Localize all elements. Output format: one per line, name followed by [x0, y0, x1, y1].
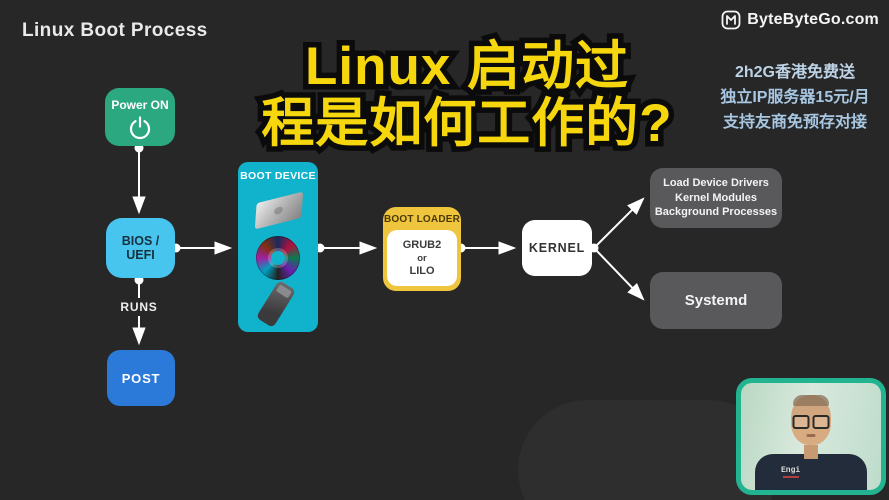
promo-line-3: 支持友商免预存对接 [722, 114, 867, 131]
promo-line-2: 独立IP服务器15元/月 [720, 89, 870, 106]
node-post: POST [107, 350, 175, 406]
post-label: POST [121, 370, 161, 386]
hard-disk-icon [254, 191, 304, 230]
presenter-head [791, 394, 831, 445]
boot-loader-options: GRUB2 or LILO [387, 230, 457, 286]
bios-uefi-label: BIOS / UEFI [121, 234, 160, 262]
lilo-label: LILO [409, 264, 435, 277]
runs-label: RUNS [116, 298, 162, 316]
node-kernel: KERNEL [522, 220, 592, 276]
overlay-title-line2-text: 程是如何工作的? [261, 94, 673, 153]
node-power-on: Power ON [105, 88, 175, 146]
power-on-label: Power ON [111, 98, 169, 112]
shirt-text: Engi [781, 466, 801, 475]
background-blob [518, 400, 778, 500]
node-init-tasks: Load Device Drivers Kernel Modules Backg… [650, 168, 782, 228]
systemd-label: Systemd [684, 292, 748, 309]
overlay-title-line1-text: Linux 启动过 [304, 37, 630, 96]
promo-banner: 2h2G香港免费送 独立IP服务器15元/月 支持友商免预存对接 [710, 60, 880, 135]
promo-line-1: 2h2G香港免费送 [734, 64, 856, 81]
usb-drive-icon [255, 280, 297, 328]
node-boot-device: BOOT DEVICE [238, 162, 318, 332]
presenter-shirt: Engi [755, 454, 867, 490]
boot-loader-label: BOOT LOADER [383, 214, 461, 225]
brand-name: ByteByteGo.com [747, 11, 879, 28]
node-boot-loader: BOOT LOADER GRUB2 or LILO [383, 207, 461, 291]
presenter-neck [804, 445, 818, 460]
presenter-mouth [806, 434, 816, 437]
bytebytego-icon [721, 10, 741, 30]
boot-device-label: BOOT DEVICE [240, 170, 316, 182]
overlay-title-line2-outline: 程是如何工作的? [256, 90, 677, 158]
node-systemd: Systemd [650, 272, 782, 329]
node-bios-uefi: BIOS / UEFI [106, 218, 175, 278]
webcam-overlay: Engi [736, 378, 886, 495]
overlay-title-line1-outline: Linux 启动过 [299, 33, 633, 101]
init-line-2: Kernel Modules [675, 191, 757, 204]
overlay-title-line-2: 程是如何工作的? 程是如何工作的? [237, 90, 697, 158]
brand-logo: ByteByteGo.com [721, 10, 879, 30]
overlay-title-line-1: Linux 启动过 Linux 启动过 [237, 33, 697, 101]
overlay-title: Linux 启动过 Linux 启动过 程是如何工作的? 程是如何工作的? [237, 33, 697, 158]
or-label: or [417, 252, 427, 264]
grub2-label: GRUB2 [402, 238, 442, 251]
page-title: Linux Boot Process [22, 20, 208, 41]
cd-disc-icon [256, 236, 300, 280]
kernel-label: KERNEL [528, 241, 586, 255]
init-line-1: Load Device Drivers [663, 177, 769, 190]
glasses-icon [792, 414, 830, 429]
shirt-graphic [783, 476, 799, 478]
power-icon [129, 116, 151, 140]
presenter-hair [793, 394, 829, 406]
init-line-3: Background Processes [654, 206, 778, 219]
